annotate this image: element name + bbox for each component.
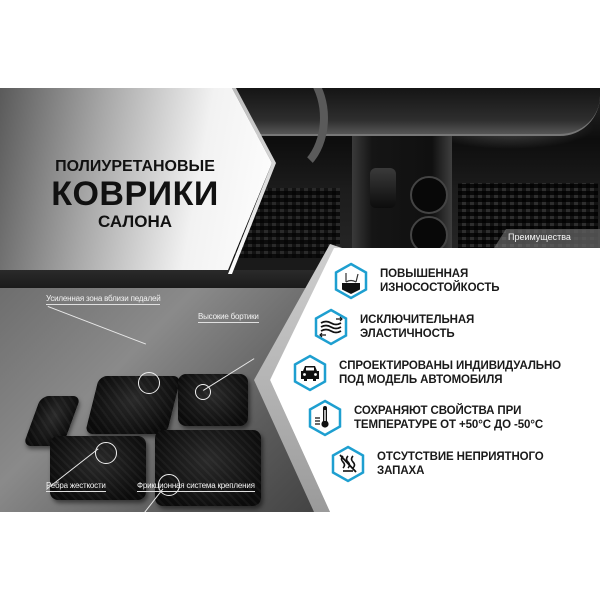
cup-holder-shape xyxy=(410,176,448,214)
callout-fastening: Фрикционная система крепления xyxy=(137,481,255,492)
callout-ribs: Ребра жесткости xyxy=(46,481,106,492)
feature-line-1: ПОВЫШЕННАЯ xyxy=(380,268,469,280)
steering-wheel-shape xyxy=(238,88,328,178)
banner-title: ПОЛИУРЕТАНОВЫЕ КОВРИКИ САЛОНА xyxy=(40,158,230,231)
thermometer-icon xyxy=(308,399,342,437)
feature-text: ОТСУТСТВИЕ НЕПРИЯТНОГО ЗАПАХА xyxy=(377,450,544,478)
callout-ring-high-sides xyxy=(195,384,211,400)
product-banner: ПОЛИУРЕТАНОВЫЕ КОВРИКИ САЛОНА Преимущест… xyxy=(0,88,600,512)
callout-ring-fastening xyxy=(158,474,180,496)
callout-high-sides: Высокие бортики xyxy=(198,312,259,323)
photo-caption: Преимущества xyxy=(508,232,571,242)
feature-line-2: ПОД МОДЕЛЬ АВТОМОБИЛЯ xyxy=(339,374,503,386)
feature-line-1: ИСКЛЮЧИТЕЛЬНАЯ xyxy=(360,314,475,326)
callout-ring-pedal-zone xyxy=(138,372,160,394)
callout-pedal-zone: Усиленная зона вблизи педалей xyxy=(46,294,161,305)
feature-line-2: ЗАПАХА xyxy=(377,465,425,477)
feature-temperature: СОХРАНЯЮТ СВОЙСТВА ПРИ ТЕМПЕРАТУРЕ ОТ +5… xyxy=(308,399,543,437)
mats-product-image: Усиленная зона вблизи педалей Высокие бо… xyxy=(0,288,340,512)
feature-line-2: ИЗНОСОСТОЙКОСТЬ xyxy=(380,282,500,294)
title-line-1: ПОЛИУРЕТАНОВЫЕ xyxy=(55,158,215,175)
wear-resistance-icon xyxy=(334,262,368,300)
feature-line-2: ТЕМПЕРАТУРЕ ОТ +50°C ДО -50°C xyxy=(354,419,544,431)
gear-shifter-shape xyxy=(370,168,396,208)
title-line-2: КОВРИКИ xyxy=(51,175,219,213)
feature-no-odor: ОТСУТСТВИЕ НЕПРИЯТНОГО ЗАПАХА xyxy=(331,445,544,483)
passenger-mat xyxy=(178,374,248,426)
cup-holder-shape xyxy=(410,216,448,254)
callout-ring-ribs xyxy=(95,442,117,464)
feature-line-2: ЭЛАСТИЧНОСТЬ xyxy=(360,328,455,340)
car-icon xyxy=(293,354,327,392)
feature-text: СОХРАНЯЮТ СВОЙСТВА ПРИ ТЕМПЕРАТУРЕ ОТ +5… xyxy=(354,404,543,432)
leader-line xyxy=(47,306,147,345)
feature-wear-resistance: ПОВЫШЕННАЯ ИЗНОСОСТОЙКОСТЬ xyxy=(334,262,500,300)
feature-line-1: ОТСУТСТВИЕ НЕПРИЯТНОГО xyxy=(377,451,544,463)
feature-line-1: СПРОЕКТИРОВАНЫ ИНДИВИДУАЛЬНО xyxy=(339,360,562,372)
feature-custom-fit: СПРОЕКТИРОВАНЫ ИНДИВИДУАЛЬНО ПОД МОДЕЛЬ … xyxy=(293,354,561,392)
feature-text: СПРОЕКТИРОВАНЫ ИНДИВИДУАЛЬНО ПОД МОДЕЛЬ … xyxy=(339,359,561,387)
feature-elasticity: ИСКЛЮЧИТЕЛЬНАЯ ЭЛАСТИЧНОСТЬ xyxy=(314,308,474,346)
feature-line-1: СОХРАНЯЮТ СВОЙСТВА ПРИ xyxy=(354,405,522,417)
caption-tab xyxy=(494,229,600,248)
title-panel xyxy=(0,88,272,270)
no-odor-icon xyxy=(331,445,365,483)
title-line-3: САЛОНА xyxy=(97,212,173,231)
driver-mat xyxy=(84,376,182,434)
elasticity-icon xyxy=(314,308,348,346)
feature-text: ИСКЛЮЧИТЕЛЬНАЯ ЭЛАСТИЧНОСТЬ xyxy=(360,313,474,341)
feature-text: ПОВЫШЕННАЯ ИЗНОСОСТОЙКОСТЬ xyxy=(380,267,500,295)
